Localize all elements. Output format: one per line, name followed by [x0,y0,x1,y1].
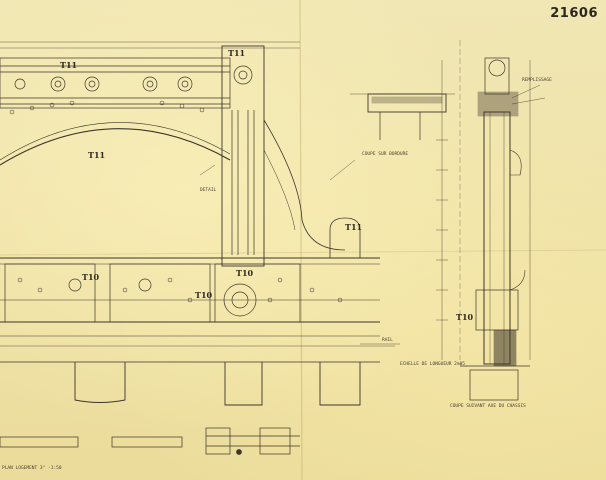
part-tag: T11 [60,60,78,70]
part-tag: T10 [195,290,213,300]
pier [319,362,361,406]
column-shaft [483,111,511,365]
top-girder [0,57,231,109]
note-label: DETAIL [200,188,217,193]
pier [224,362,263,406]
plan-strip [0,427,300,455]
pier [74,362,126,403]
side-column [221,45,265,267]
part-tag: T11 [88,150,106,160]
part-tag: T10 [82,272,100,282]
section-label: COUPE SUIVANT AXE DU CHASSIS [450,404,526,409]
part-tag: T11 [228,48,246,58]
note-label: RAIL [382,338,393,343]
column-section [350,40,531,401]
note-label: REMPLISSAGE [522,78,552,83]
rivet-row [9,100,343,303]
fold-line [0,249,606,256]
fold-line [299,0,303,480]
leader-lines [199,84,546,345]
sheet-number: 21606 [550,6,598,21]
part-tag: T10 [236,268,254,278]
plan-title: PLAN LOGEMENT 3° -1:50 [2,466,62,471]
note-label: ECHELLE DE LONGUEUR 2m05 [400,362,466,367]
bridge-elevation [0,41,395,406]
main-arch [0,128,231,166]
section-label: COUPE SUR BORDURE [362,152,409,157]
part-tag: T10 [456,312,474,322]
part-tag: T11 [345,222,363,232]
